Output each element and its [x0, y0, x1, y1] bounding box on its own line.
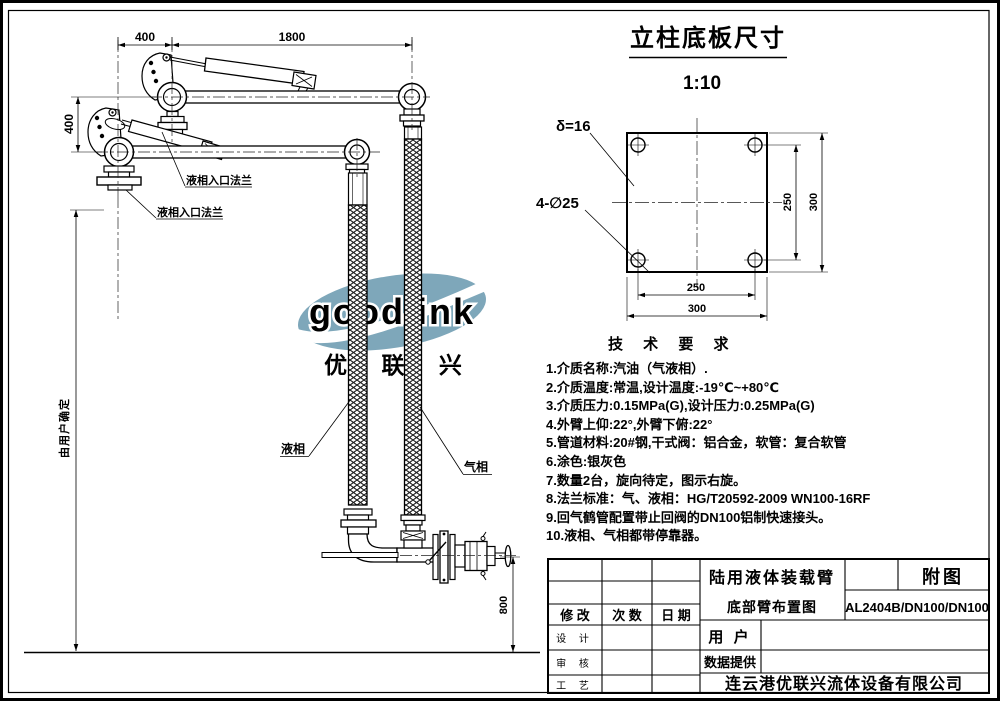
- loading-arm-drawing: [24, 37, 540, 654]
- tb-model: AL2404B/DN100/DN100: [845, 600, 989, 615]
- dim-400-top: 400: [135, 30, 155, 44]
- plate-holes-label: 4-∅25: [536, 195, 579, 212]
- tb-date: 日 期: [661, 608, 691, 623]
- tb-customer: 用 户: [708, 628, 751, 646]
- dim-400-left: 400: [62, 114, 76, 134]
- base-plate-title: 立柱底板尺寸: [630, 24, 786, 52]
- tb-company: 连云港优联兴流体设备有限公司: [725, 674, 963, 693]
- gas-hose: [400, 126, 426, 526]
- watermark-logo: goodlink 优 联 兴: [295, 273, 491, 380]
- tb-design: 设 计: [556, 632, 594, 645]
- tb-data-provided: 数据提供: [704, 655, 756, 670]
- label-liquid-phase: 液相: [281, 441, 305, 456]
- dim-250-h: 250: [687, 282, 705, 294]
- label-gas-phase: 气相: [463, 459, 488, 474]
- leader-labels: [125, 131, 492, 475]
- dim-800: 800: [498, 596, 510, 614]
- tech-item-9: 9.回气鹤管配置带止回阀的DN100铝制快速接头。: [546, 509, 832, 525]
- dim-300-v: 300: [808, 193, 820, 211]
- tb-times: 次 数: [612, 608, 643, 623]
- dim-300-h: 300: [688, 303, 706, 315]
- watermark-brand: goodlink: [309, 291, 475, 332]
- tech-item-5: 5.管道材料:20#钢,干式阀：铝合金，软管：复合软管: [546, 435, 847, 451]
- bottom-outlet-assembly: [321, 524, 512, 584]
- tech-items: 1.介质名称:汽油（气液相）. 2.介质温度:常温,设计温度:-19℃~+80℃…: [546, 360, 988, 546]
- tech-item-8: 8.法兰标准：气、液相：HG/T20592-2009 WN100-16RF: [546, 491, 871, 507]
- tech-item-10: 10.液相、气相都带停靠器。: [546, 528, 708, 544]
- base-plate-scale: 1:10: [683, 73, 721, 94]
- tb-drawing-name: 底部臂布置图: [727, 599, 817, 615]
- tech-item-2: 2.介质温度:常温,设计温度:-19℃~+80℃: [546, 379, 780, 395]
- tech-item-1: 1.介质名称:汽油（气液相）.: [546, 361, 708, 376]
- tb-check: 审 核: [556, 657, 594, 670]
- watermark-cn: 优 联 兴: [324, 352, 476, 378]
- user-defined-note: 由用户确定: [57, 398, 71, 458]
- dim-1800-top: 1800: [279, 30, 306, 44]
- base-plate-drawing: [584, 56, 828, 321]
- tech-item-4: 4.外臂上仰:22°,外臂下俯:22°: [546, 416, 713, 432]
- tech-item-3: 3.介质压力:0.15MPa(G),设计压力:0.25MPa(G): [546, 398, 815, 414]
- lower-arm: [87, 107, 371, 191]
- tb-attachment: 附图: [922, 566, 964, 587]
- tb-process: 工 艺: [556, 680, 594, 692]
- tech-item-6: 6.涂色:银灰色: [546, 453, 627, 469]
- tb-modify: 修 改: [559, 608, 591, 623]
- plate-thickness-label: δ=16: [556, 118, 591, 135]
- centerlines: [96, 40, 516, 556]
- dim-250-v: 250: [782, 193, 794, 211]
- technical-requirements: 技 术 要 求 1.介质名称:汽油（气液相）. 2.介质温度:常温,设计温度:-…: [546, 333, 988, 546]
- liquid-hose: [340, 172, 377, 535]
- label-inlet-flange-upper: 液相入口法兰: [186, 173, 252, 187]
- label-inlet-flange-lower: 液相入口法兰: [157, 205, 223, 219]
- dimensions: [24, 37, 540, 654]
- title-block-grid: [547, 558, 990, 694]
- tech-item-7: 7.数量2台，旋向待定，图示右旋。: [546, 472, 747, 488]
- tech-title: 技 术 要 求: [608, 336, 737, 353]
- tb-product-name: 陆用液体装载臂: [709, 568, 835, 587]
